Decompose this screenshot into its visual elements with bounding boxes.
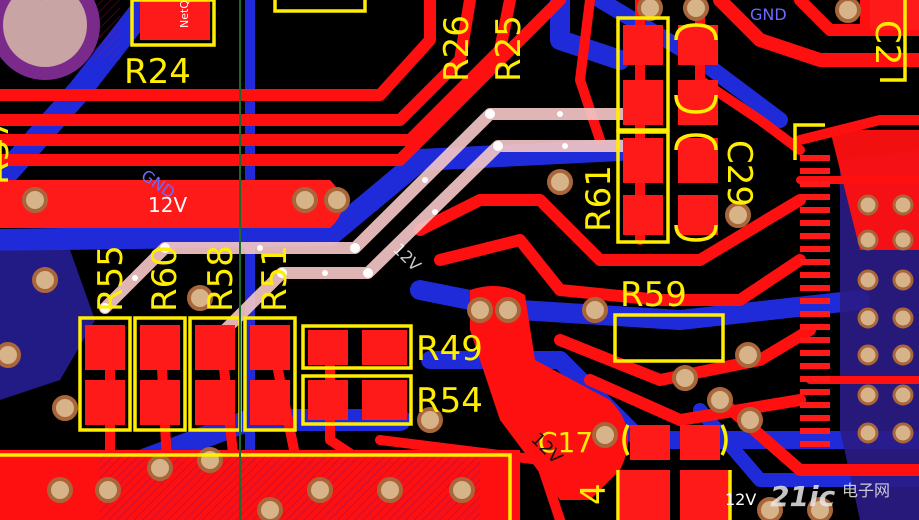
label-r51: R51	[255, 245, 295, 312]
watermark: 21ic 电子网	[770, 480, 890, 513]
label-r49: R49	[416, 329, 483, 369]
label-r37: R37	[0, 118, 17, 185]
ic-via-grid	[857, 194, 914, 444]
net-gnd-top: GND	[750, 5, 787, 24]
label-r54: R54	[416, 381, 483, 421]
label-r60: R60	[145, 245, 185, 312]
top-copper-pour-12v	[0, 180, 343, 228]
label-r24: R24	[124, 52, 191, 92]
bottom-copper-pour	[0, 250, 95, 400]
smd-pads	[85, 0, 919, 520]
top-copper-pour-center	[470, 286, 628, 500]
label-r25: R25	[489, 15, 529, 82]
vias	[0, 0, 861, 520]
label-r58: R58	[201, 245, 241, 312]
watermark-cn: 电子网	[842, 481, 890, 500]
silkscreen-text: R24 R26 R25 R61 C29 C2 R55 R60 R58 R51 R…	[0, 0, 907, 505]
top-copper-pour-right	[830, 130, 919, 250]
label-c2: C2	[867, 20, 907, 65]
label-r61: R61	[579, 165, 619, 232]
net-12v-bottom: 12V	[725, 490, 756, 509]
label-c4: 4	[574, 483, 614, 505]
net-12v-trace: 12V	[148, 193, 187, 217]
label-r59: R59	[620, 275, 687, 315]
net-netq: NetQ	[178, 0, 191, 28]
label-r26: R26	[437, 15, 477, 82]
label-c17: C17	[538, 426, 593, 459]
label-r55: R55	[91, 245, 131, 312]
large-pad-top-left-center	[3, 0, 87, 67]
watermark-brand: 21ic	[770, 480, 836, 513]
label-c29: C29	[719, 140, 759, 207]
label-top-left-num: 2	[25, 0, 55, 2]
ic-pins	[800, 155, 830, 447]
